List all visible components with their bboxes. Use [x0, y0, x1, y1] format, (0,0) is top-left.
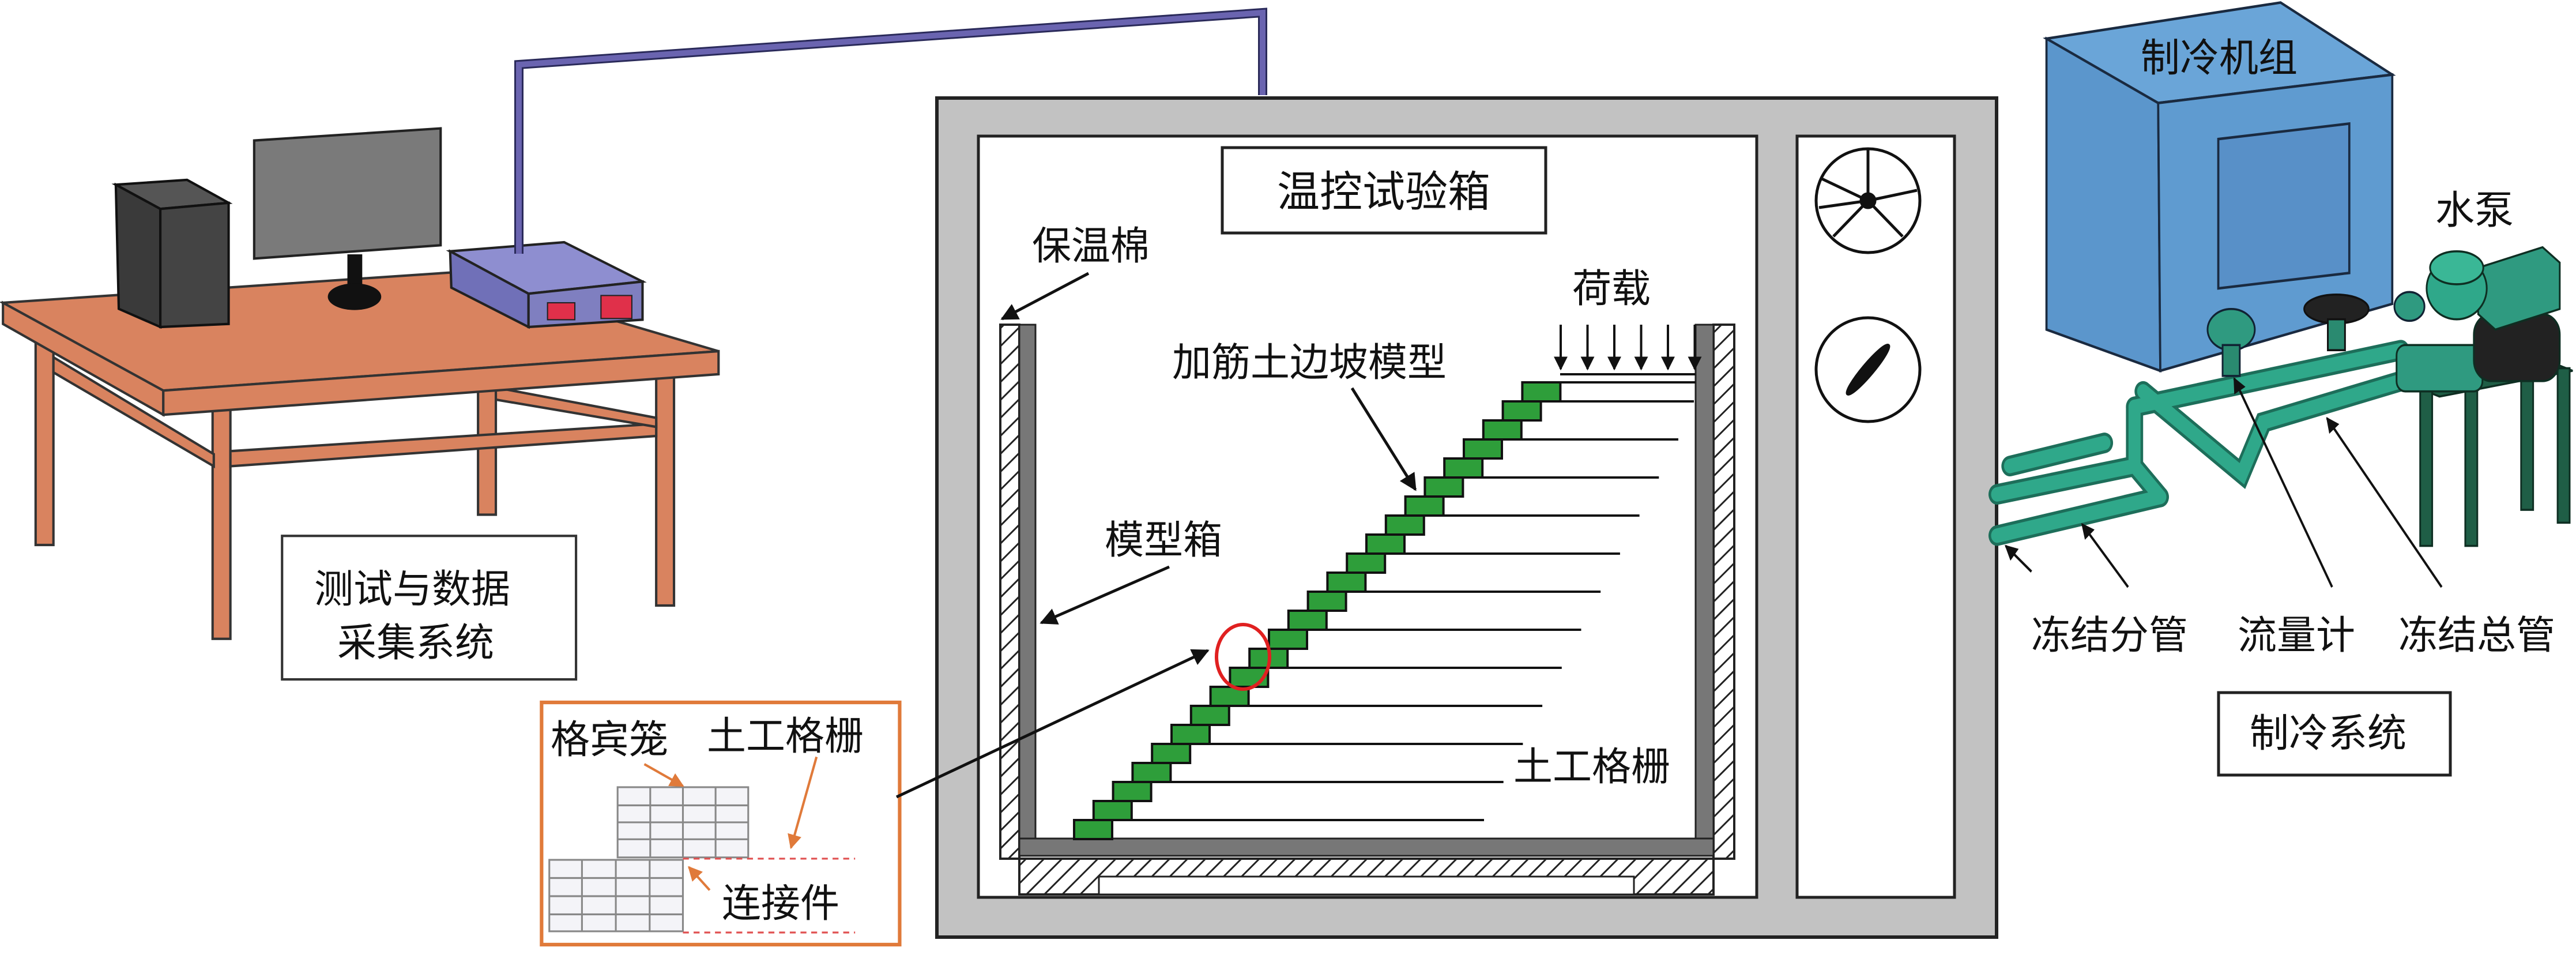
gabion-cage-upper: [616, 786, 750, 859]
computer-tower: [111, 178, 233, 329]
gabion-block: [1092, 800, 1133, 821]
model-box-label: 模型箱: [1105, 518, 1222, 563]
daq-box: [446, 240, 647, 329]
geogrid-label: 土工格栅: [1513, 745, 1670, 790]
gabion-block: [1268, 629, 1308, 650]
gabion-block: [1365, 533, 1406, 555]
insulation-label: 保温棉: [1032, 224, 1150, 269]
inset-pointer-line: [895, 649, 1210, 799]
inset-geogrid-label: 土工格栅: [707, 714, 864, 760]
gabion-block: [1482, 419, 1523, 441]
flowmeter-icon: [2206, 308, 2256, 377]
load-arrows: [1554, 325, 1702, 371]
gabion-detail-inset: [540, 700, 902, 947]
chamber-title-box: [1221, 146, 1547, 235]
pipes: [1989, 340, 2410, 546]
gabion-block: [1463, 438, 1503, 460]
flowmeter-label: 流量计: [2238, 613, 2355, 659]
inset-gabion-label: 格宾笼: [551, 717, 668, 763]
gabion-block: [1326, 572, 1367, 593]
gabion-block: [1306, 591, 1347, 612]
main-pipe-label: 冻结总管: [2398, 613, 2555, 659]
insulation-right: [1712, 324, 1735, 860]
monitor: [253, 127, 442, 310]
water-pump-label: 水泵: [2435, 188, 2514, 234]
branch-pipe-label: 冻结分管: [2031, 613, 2188, 659]
gabion-block: [1073, 819, 1113, 840]
gabion-block: [1521, 381, 1562, 403]
control-panel: [1795, 134, 1956, 899]
gabion-block: [1189, 705, 1230, 726]
gauge-dial-icon: [1814, 316, 1922, 423]
daq-system-label-line2: 采集系统: [337, 621, 494, 666]
gabion-block: [1151, 743, 1192, 764]
gabion-block: [1131, 762, 1172, 783]
valve-icon: [2303, 294, 2370, 352]
fan-dial-icon: [1814, 147, 1922, 254]
daq-system-label-line1: 测试与数据: [314, 567, 510, 612]
gabion-block: [1404, 495, 1445, 517]
water-pump-icon: [2396, 246, 2561, 393]
daq-button-1: [547, 302, 576, 321]
geogrid-layers: [1112, 400, 1694, 821]
refrigeration-system: [1989, 1, 2573, 588]
gabion-block: [1384, 514, 1425, 536]
gabion-block: [1346, 552, 1387, 574]
gabion-block: [1287, 610, 1328, 631]
gabion-block: [1443, 457, 1484, 479]
temperature-chamber: 温控试验箱 保温棉 模型箱 加筋土边坡模型 荷载 土工格栅: [935, 96, 1998, 939]
chamber-title: 温控试验箱: [1277, 167, 1490, 217]
daq-button-2: [600, 295, 632, 319]
data-acquisition-station: [0, 127, 902, 947]
model-box-floor: [1018, 837, 1715, 857]
gabion-cage-lower: [548, 859, 684, 933]
gabion-block: [1112, 781, 1153, 802]
load-label: 荷载: [1572, 266, 1651, 312]
gabion-block: [1501, 400, 1542, 422]
model-box-wall-left: [1018, 324, 1037, 857]
gabion-block: [1170, 724, 1211, 745]
highlight-circle: [1215, 623, 1271, 691]
gabion-block: [1423, 476, 1464, 498]
model-box-wall-right: [1694, 324, 1715, 857]
refrigeration-unit-label: 制冷机组: [2141, 36, 2298, 81]
load-plate: [1560, 373, 1696, 383]
slope-model-label: 加筋土边坡模型: [1172, 340, 1447, 386]
refrigeration-system-label: 制冷系统: [2250, 711, 2406, 757]
daq-label-box: [281, 535, 578, 681]
insulation-left: [999, 324, 1020, 860]
refrigeration-system-box: [2217, 691, 2452, 777]
inset-connector-label: 连接件: [722, 881, 839, 927]
